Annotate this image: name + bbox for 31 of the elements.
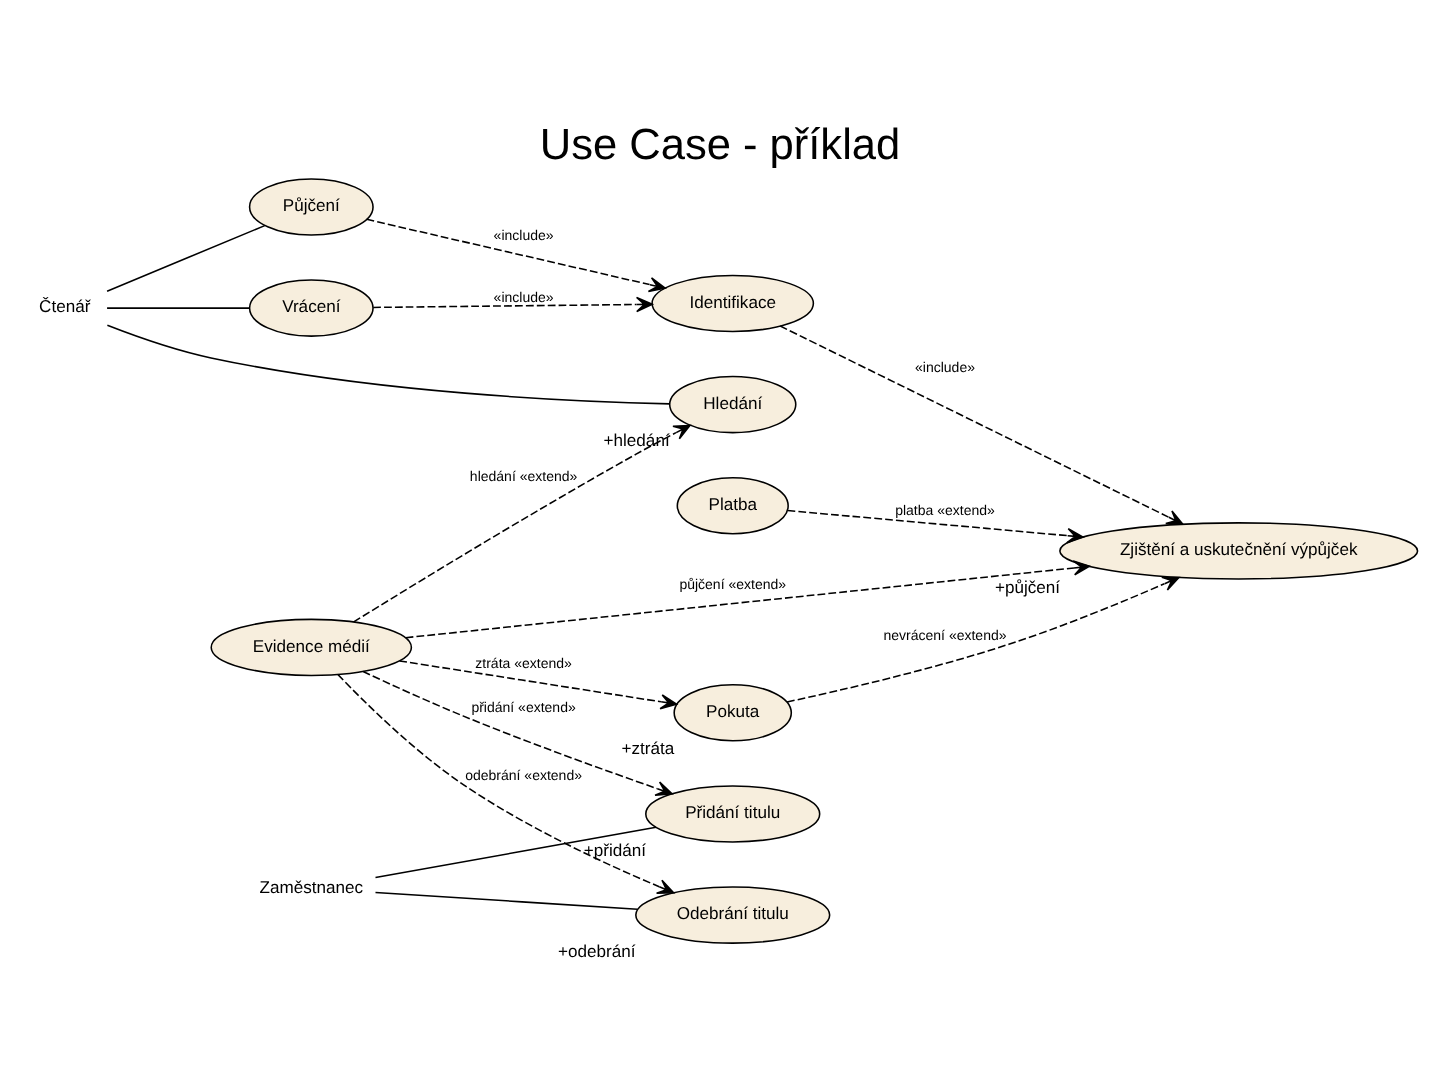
- node-ellipse: Půjčení: [248, 178, 374, 236]
- arrow: [786, 576, 1180, 703]
- node-ellipse: Přidání titulu: [645, 785, 821, 843]
- arrow: [398, 660, 678, 710]
- arrow: [372, 296, 653, 313]
- node-label: +přidání: [583, 839, 647, 860]
- node-ellipse: Pokuta: [673, 683, 793, 742]
- arrow: [352, 424, 691, 623]
- diagram-title: Use Case - příklad: [539, 119, 901, 170]
- node-label: +odebrání: [558, 940, 636, 961]
- node-label: +ztráta: [621, 738, 675, 759]
- node-ellipse: Evidence médií: [210, 618, 413, 677]
- connector: [106, 224, 266, 292]
- connector: [374, 891, 639, 910]
- connector: [106, 324, 671, 405]
- node-ellipse: Hledání: [668, 375, 797, 434]
- arrow: [362, 670, 673, 797]
- node-ellipse: Odebrání titulu: [635, 886, 831, 944]
- connector: [374, 826, 657, 879]
- node-ellipse: Vrácení: [248, 279, 374, 337]
- node-ellipse: Platba: [676, 476, 789, 535]
- arrow: [786, 509, 1084, 544]
- arrow: [337, 673, 675, 894]
- node-text: Zaměstnanec: [259, 876, 364, 897]
- node-label: +půjčení: [994, 576, 1061, 597]
- node-ellipse: Identifikace: [651, 274, 815, 333]
- arrow: [779, 325, 1184, 525]
- arrow: [404, 560, 1091, 639]
- connector: [106, 307, 251, 309]
- node-text: Čtenář: [39, 296, 91, 317]
- arrow: [365, 218, 666, 293]
